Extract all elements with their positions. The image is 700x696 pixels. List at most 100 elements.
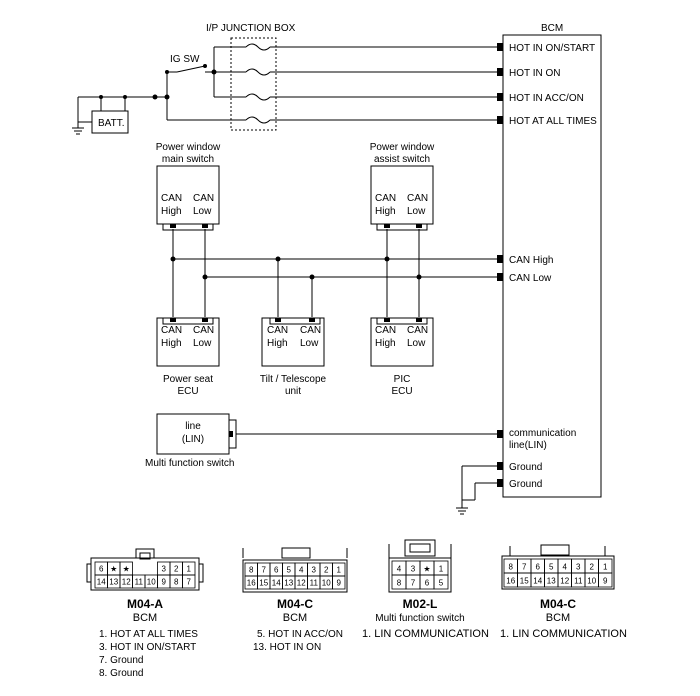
pw-assist-caption: Power window xyxy=(370,142,435,153)
connector-pin-number: 15 xyxy=(259,579,268,588)
tilt-caption: Tilt / Telescope xyxy=(260,374,327,385)
pin-label: High xyxy=(161,206,182,217)
ig-switch-label: IG SW xyxy=(170,54,200,65)
connector-pin-number: 12 xyxy=(122,578,131,587)
bcm-pin-label: CAN Low xyxy=(509,273,552,284)
connector-pin-number: 3 xyxy=(312,566,317,575)
connector-pin-number: 10 xyxy=(147,578,156,587)
connector-pin-number: 6 xyxy=(536,563,541,572)
connector-pin-number: 16 xyxy=(506,577,515,586)
connector-note: 7. Ground xyxy=(99,655,143,666)
connector-pin-number: 16 xyxy=(247,579,256,588)
pin-label: CAN xyxy=(375,193,396,204)
pw-assist-caption: assist switch xyxy=(374,154,430,165)
connector-pin-number: 4 xyxy=(299,566,304,575)
connector-pin-number: 8 xyxy=(397,579,402,588)
bcm-pin-label: HOT IN ACC/ON xyxy=(509,93,584,104)
connector-pin-cell xyxy=(133,562,146,575)
power-seat-caption: ECU xyxy=(177,386,198,397)
junction-box xyxy=(230,37,277,131)
connector-pin-number: 1 xyxy=(603,563,608,572)
bcm-pin-label: communication xyxy=(509,428,576,439)
connector-pin-number: ★ xyxy=(110,565,117,574)
bcm-title: BCM xyxy=(541,23,563,34)
connector-pin-number: 10 xyxy=(587,577,596,586)
connector-pin-number: 1 xyxy=(439,565,444,574)
connector-pin-number: 6 xyxy=(99,565,104,574)
pin-label: High xyxy=(267,338,288,349)
bcm-pin-label: CAN High xyxy=(509,255,553,266)
connector-pin-number: 1 xyxy=(187,565,192,574)
mfs-label: line xyxy=(185,421,201,432)
connector-pin-number: 13 xyxy=(284,579,293,588)
connector-pin-cell xyxy=(598,572,613,588)
connector-pin-cell xyxy=(433,574,449,590)
connector-pin-number: 7 xyxy=(522,563,527,572)
connector-pin-number: 9 xyxy=(337,579,342,588)
pin-label: High xyxy=(161,338,182,349)
tilt-box xyxy=(261,317,325,367)
connector-pin-number: 7 xyxy=(411,579,416,588)
bcm-pin-label: HOT IN ON/START xyxy=(509,43,595,54)
connector-pin-number: 7 xyxy=(187,578,192,587)
connector-pin-number: 2 xyxy=(324,566,329,575)
fuse-3 xyxy=(245,93,271,101)
connector-pin-number: 10 xyxy=(322,579,331,588)
connector-pin-number: 12 xyxy=(560,577,569,586)
connector-pin-cell xyxy=(182,574,196,589)
connector-m04-c xyxy=(242,547,348,593)
connector-pin-number: 14 xyxy=(97,578,106,587)
connector-pin-number: 14 xyxy=(533,577,542,586)
connector-pin-number: 9 xyxy=(162,578,167,587)
connector-pin-number: 8 xyxy=(174,578,179,587)
pin-label: Low xyxy=(407,338,426,349)
bcm-box xyxy=(502,34,602,498)
connector-pin-number: 11 xyxy=(574,577,583,586)
connector-pin-number: 11 xyxy=(135,578,144,587)
bcm-pin-label: Ground xyxy=(509,462,542,473)
connector-pin-number: 8 xyxy=(509,563,514,572)
connector-pin-number: 5 xyxy=(287,566,292,575)
pin-label: Low xyxy=(193,338,212,349)
connector-name: BCM xyxy=(133,612,157,624)
pin-label: Low xyxy=(193,206,212,217)
connector-m04-c-2 xyxy=(501,544,615,590)
connector-name: BCM xyxy=(546,612,570,624)
battery-label: BATT. xyxy=(98,118,124,129)
connector-pin-number: 6 xyxy=(274,566,279,575)
connector-m02-l xyxy=(388,539,452,593)
pin-label: CAN xyxy=(161,193,182,204)
connector-pin-number: 11 xyxy=(310,579,319,588)
connector-pin-number: ★ xyxy=(423,565,430,574)
connector-note: 1. HOT AT ALL TIMES xyxy=(99,629,198,640)
connector-pin-number: 3 xyxy=(162,565,167,574)
mfs-label: (LIN) xyxy=(182,434,204,445)
connector-pin-number: 4 xyxy=(563,563,568,572)
pin-label: CAN xyxy=(375,325,396,336)
connector-pin-number: 4 xyxy=(397,565,402,574)
pin-label: High xyxy=(375,338,396,349)
pin-label: CAN xyxy=(193,193,214,204)
fuse-2 xyxy=(245,68,271,76)
connector-pin-number: 13 xyxy=(109,578,118,587)
fuse-1 xyxy=(245,43,271,51)
connector-pin-number: 14 xyxy=(272,579,281,588)
bcm-pin-label: HOT IN ON xyxy=(509,68,560,79)
power-seat-caption: Power seat xyxy=(163,374,213,385)
connector-pin-number: 2 xyxy=(174,565,179,574)
pin-label: Low xyxy=(300,338,319,349)
pin-label: CAN xyxy=(161,325,182,336)
ig-switch-blade xyxy=(176,65,206,73)
connector-pin-number: 12 xyxy=(297,579,306,588)
bcm-pin-label: Ground xyxy=(509,479,542,490)
connector-id: M04-C xyxy=(540,597,576,611)
connector-pin-number: 6 xyxy=(425,579,430,588)
pin-label: CAN xyxy=(193,325,214,336)
connector-pin-number: 9 xyxy=(603,577,608,586)
connector-pin-number: 15 xyxy=(520,577,529,586)
pic-box xyxy=(370,317,434,367)
bcm-pin-label: line(LIN) xyxy=(509,440,547,451)
pic-caption: PIC xyxy=(394,374,411,385)
